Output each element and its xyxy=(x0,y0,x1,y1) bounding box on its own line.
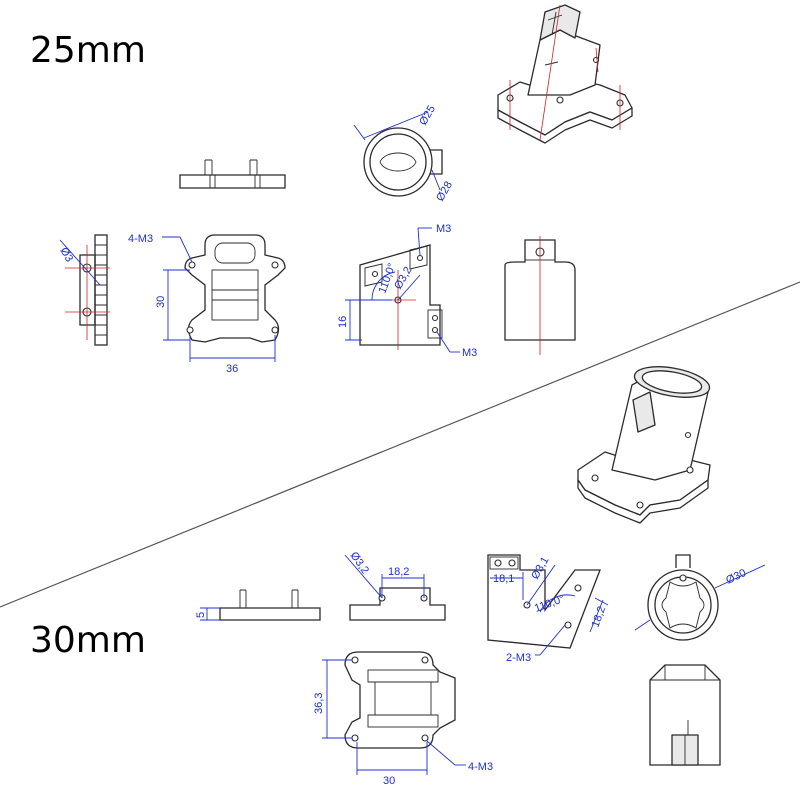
part30-side-small: 5 xyxy=(195,589,321,621)
dim-angle-110-30: 110,0° xyxy=(533,593,566,615)
part25-angled-view: M3 110,0° Ø3,2 16 M3 xyxy=(337,223,477,359)
dim-height-30: 30 xyxy=(155,296,167,308)
dim-height-5: 5 xyxy=(195,612,207,618)
part25-side-view: Ø3 xyxy=(57,234,110,346)
part30-ring-view: Ø30 xyxy=(634,554,766,641)
dim-width-36: 36 xyxy=(226,363,238,375)
dim-m3-top: M3 xyxy=(436,223,451,235)
part25-tube-view xyxy=(504,236,576,355)
dim-depth-18-2: 18,2 xyxy=(590,605,609,629)
part25-ring-view: Ø25 Ø28 xyxy=(353,103,455,204)
dim-height-36-3: 36,3 xyxy=(313,693,325,714)
part30-tube-view xyxy=(649,664,721,766)
heading-25mm: 25mm xyxy=(30,30,146,71)
part30-angled-view: 18,1 Ø3,1 110,0° 18,2 2-M3 xyxy=(487,554,609,664)
dim-diameter-3-1: Ø3,1 xyxy=(529,555,551,582)
dim-width-18-1: 18,1 xyxy=(493,573,514,585)
part30-front-side: 18,2 Ø3,2 xyxy=(344,550,446,621)
dim-diameter-25: Ø25 xyxy=(417,103,438,127)
dim-2-m3: 2-M3 xyxy=(506,652,531,664)
dim-m3-bottom: M3 xyxy=(462,347,477,359)
heading-30mm: 30mm xyxy=(30,620,146,661)
dim-diameter-3-2-30: Ø3,2 xyxy=(348,550,372,576)
section-divider xyxy=(0,281,800,608)
dim-4-m3-30: 4-M3 xyxy=(468,761,493,773)
dim-width-18-2: 18,2 xyxy=(388,566,409,578)
part25-front-plate: 4-M3 30 36 xyxy=(128,233,286,375)
dim-diameter-3: Ø3 xyxy=(57,246,75,265)
part25-isometric-view xyxy=(497,4,633,144)
dim-angle-110: 110,0° xyxy=(377,262,399,295)
part30-isometric-view xyxy=(577,366,711,524)
dim-width-30: 30 xyxy=(383,775,395,787)
part25-top-view xyxy=(179,159,286,189)
part30-front-plate: 36,3 30 4-M3 xyxy=(313,651,493,787)
dim-4-m3: 4-M3 xyxy=(128,233,153,245)
dim-height-16: 16 xyxy=(337,316,349,328)
dim-diameter-30: Ø30 xyxy=(724,567,748,587)
